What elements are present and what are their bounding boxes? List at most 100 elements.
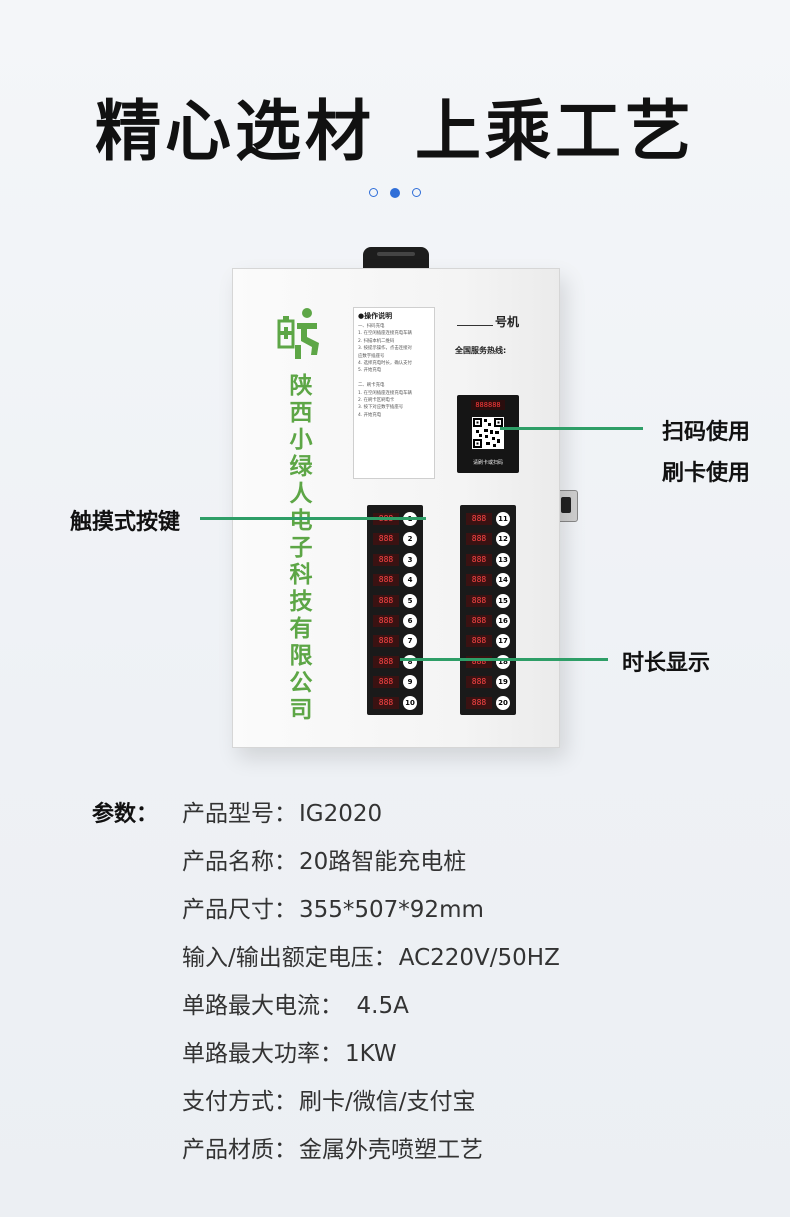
company-name-char: 司	[289, 697, 313, 723]
socket-button-10[interactable]: 10	[403, 695, 417, 710]
spec-row: 单路最大功率：1KW	[182, 1034, 397, 1068]
scan-card-panel[interactable]: 888888 请刷卡或扫码	[457, 395, 519, 473]
instruction-line: 3. 按下对应数字插座号	[358, 405, 404, 411]
socket-button-8[interactable]: 8	[403, 654, 417, 669]
socket-button-2[interactable]: 2	[403, 532, 417, 547]
socket-button-4[interactable]: 4	[403, 573, 417, 588]
company-name-char: 科	[289, 562, 313, 588]
socket-button-11[interactable]: 11	[496, 512, 510, 526]
socket-button-9[interactable]: 9	[403, 675, 417, 690]
socket-button-13[interactable]: 13	[496, 552, 510, 567]
company-name-char: 有	[289, 616, 313, 642]
spec-value: 4.5A	[333, 993, 409, 1019]
socket-button-12[interactable]: 12	[496, 532, 510, 547]
duration-display: 888	[466, 614, 492, 627]
duration-display: 888	[373, 696, 399, 709]
socket-button-5[interactable]: 5	[403, 593, 417, 608]
socket-slot-7[interactable]: 888 7	[367, 631, 423, 651]
duration-display: 888	[466, 594, 492, 607]
socket-button-16[interactable]: 16	[496, 613, 510, 628]
duration-display: 888	[373, 533, 399, 546]
socket-button-7[interactable]: 7	[403, 634, 417, 649]
spec-row: 产品型号：IG2020	[182, 794, 382, 828]
headline-part2: 上乘工艺	[415, 93, 695, 170]
spec-key: 单路最大电流：	[182, 993, 332, 1019]
spec-key: 输入/输出额定电压：	[182, 945, 397, 971]
socket-slot-16[interactable]: 888 16	[460, 611, 516, 631]
company-name-vertical: 陕西小绿人电子科技有限公司	[281, 373, 321, 724]
instruction-line: 二、刷卡充电	[358, 383, 385, 389]
socket-slot-15[interactable]: 888 15	[460, 591, 516, 611]
qr-panel-display: 888888	[471, 400, 505, 410]
instruction-line: 5. 开始充电	[358, 368, 382, 374]
callout-scan: 扫码使用	[662, 420, 751, 445]
spec-value: 355*507*92mm	[299, 897, 484, 923]
duration-display: 888	[466, 635, 492, 648]
duration-display: 888	[373, 574, 399, 587]
instruction-line: 2. 在刷卡区刷电卡	[358, 398, 395, 404]
socket-slot-3[interactable]: 888 3	[367, 550, 423, 570]
socket-button-14[interactable]: 14	[496, 573, 510, 588]
socket-slot-13[interactable]: 888 13	[460, 550, 516, 570]
spec-value: 金属外壳喷塑工艺	[299, 1137, 483, 1163]
socket-slot-17[interactable]: 888 17	[460, 631, 516, 651]
callout-line-scan	[500, 427, 643, 430]
socket-slot-20[interactable]: 888 20	[460, 693, 516, 713]
socket-button-19[interactable]: 19	[496, 675, 510, 690]
company-name-char: 人	[289, 481, 313, 507]
company-name-char: 陕	[289, 373, 313, 399]
carousel-dot-2[interactable]	[390, 187, 400, 198]
specs-label: 参数：	[92, 802, 159, 827]
brand-logo-icon	[277, 308, 319, 359]
hotline-label: 全国服务热线:	[455, 346, 507, 355]
carousel-dot-3[interactable]	[412, 188, 421, 197]
instruction-line	[358, 375, 430, 382]
company-name-char: 技	[289, 589, 313, 615]
machine-number-label: 号机	[457, 313, 519, 330]
company-name-char: 绿	[289, 454, 313, 480]
socket-slot-2[interactable]: 888 2	[367, 529, 423, 549]
spec-value: AC220V/50HZ	[398, 945, 560, 971]
socket-button-15[interactable]: 15	[496, 593, 510, 608]
company-name-char: 限	[289, 643, 313, 669]
duration-display: 888	[466, 553, 492, 566]
duration-display: 888	[373, 553, 399, 566]
spec-value: 1KW	[345, 1041, 397, 1067]
socket-button-6[interactable]: 6	[403, 613, 417, 628]
spec-key: 产品尺寸：	[182, 897, 297, 923]
socket-button-20[interactable]: 20	[496, 695, 510, 710]
spec-row: 产品名称：20路智能充电桩	[182, 842, 466, 876]
socket-button-17[interactable]: 17	[496, 634, 510, 649]
instruction-line: 4. 开始充电	[358, 412, 382, 418]
qr-code-icon[interactable]	[472, 417, 504, 449]
carousel-dot-1[interactable]	[369, 188, 378, 197]
callout-line-touch	[200, 517, 426, 520]
company-name-char: 子	[289, 535, 313, 561]
socket-slot-9[interactable]: 888 9	[367, 672, 423, 692]
qr-caption: 请刷卡或扫码	[472, 460, 503, 466]
callout-touch: 触摸式按键	[70, 510, 181, 535]
socket-slot-10[interactable]: 888 10	[367, 693, 423, 713]
duration-display: 888	[466, 696, 492, 709]
carousel-indicator	[0, 182, 790, 201]
duration-display: 888	[373, 635, 399, 648]
socket-slot-4[interactable]: 888 4	[367, 570, 423, 590]
instruction-line: 一、扫码充电	[358, 324, 385, 329]
socket-button-3[interactable]: 3	[403, 552, 417, 567]
socket-button-18[interactable]: 18	[496, 654, 510, 669]
duration-display: 888	[373, 676, 399, 689]
instruction-line: 应数字插座号	[358, 353, 385, 359]
company-name-char: 电	[289, 508, 313, 534]
spec-key: 支付方式：	[182, 1089, 297, 1115]
